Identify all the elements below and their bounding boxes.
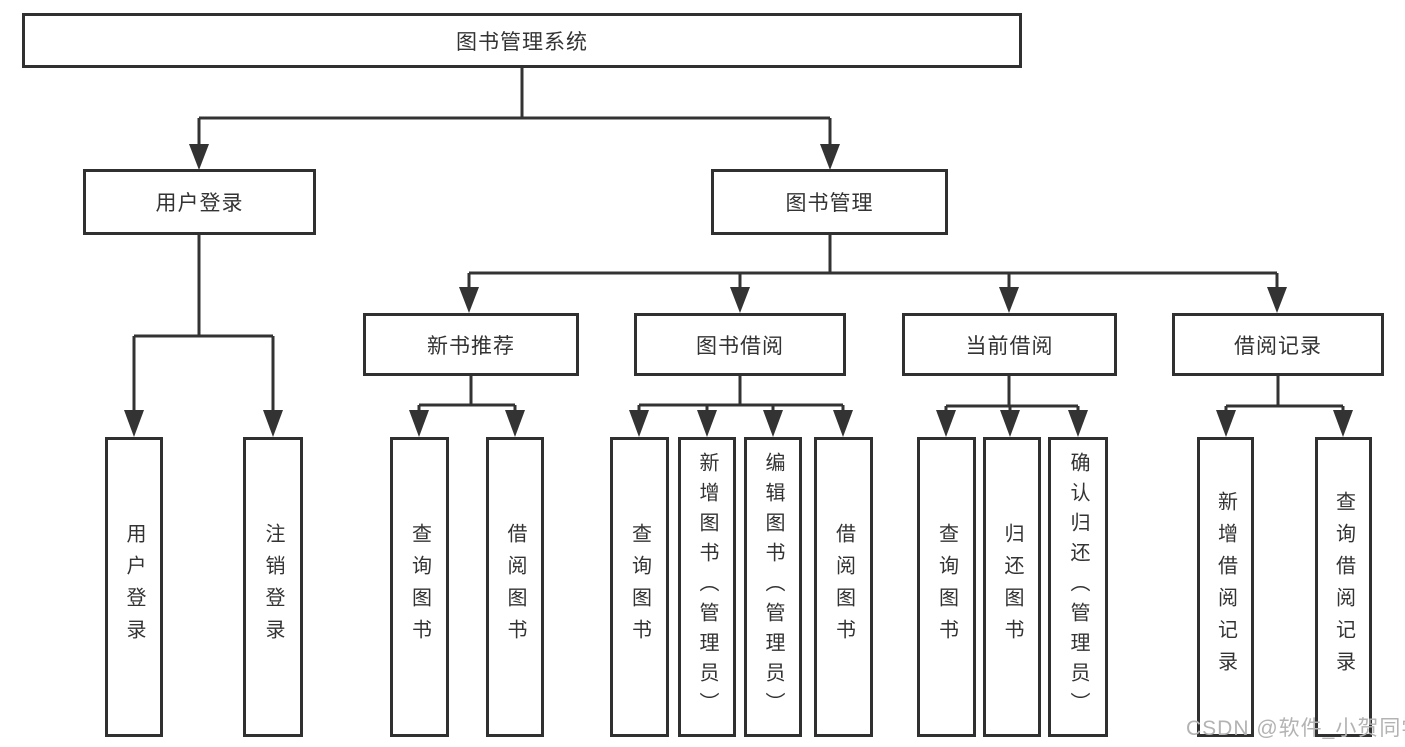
leaf-logout: 注销登录	[243, 437, 303, 737]
arrowhead	[1000, 410, 1020, 437]
connector-lines	[132, 68, 1345, 412]
arrowhead	[459, 287, 479, 313]
leaf-label: 新增图书（管理员）	[696, 452, 718, 722]
connector-borrowrecords-branch	[1224, 376, 1345, 412]
node-borrow-records: 借阅记录	[1172, 313, 1384, 376]
leaf-user-login: 用户登录	[105, 437, 163, 737]
arrowhead	[1333, 410, 1353, 437]
connector-currentborrow-branch	[944, 376, 1080, 412]
arrowhead	[1216, 410, 1236, 437]
leaf-label: 新增借阅记录	[1214, 491, 1237, 683]
leaf-recommend-query-books: 查询图书	[390, 437, 449, 737]
leaf-borrow-add-books-admin: 新增图书（管理员）	[678, 437, 736, 737]
arrowhead	[697, 410, 717, 437]
arrowhead	[936, 410, 956, 437]
leaf-records-query-record: 查询借阅记录	[1315, 437, 1372, 737]
leaf-label: 注销登录	[262, 523, 284, 651]
leaf-label: 编辑图书（管理员）	[762, 452, 784, 722]
leaf-current-return-books: 归还图书	[983, 437, 1041, 737]
leaf-records-add-record: 新增借阅记录	[1197, 437, 1254, 737]
leaf-recommend-borrow-books: 借阅图书	[486, 437, 544, 737]
leaf-label: 确认归还（管理员）	[1067, 452, 1089, 722]
leaf-borrow-query-books: 查询图书	[610, 437, 669, 737]
arrowhead	[409, 410, 429, 437]
arrowheads	[124, 144, 1353, 437]
arrowhead	[505, 410, 525, 437]
connector-userlogin-branch	[132, 235, 275, 412]
connector-bookborrow-branch	[637, 376, 845, 412]
leaf-label: 借阅图书	[504, 523, 526, 651]
leaf-label: 归还图书	[1001, 523, 1023, 651]
leaf-current-confirm-return-admin: 确认归还（管理员）	[1048, 437, 1108, 737]
arrowhead	[124, 410, 144, 437]
connector-root-to-level2	[197, 68, 832, 146]
node-book-management: 图书管理	[711, 169, 948, 235]
leaf-label: 查询图书	[935, 523, 958, 651]
node-book-borrow: 图书借阅	[634, 313, 846, 376]
arrowhead	[263, 410, 283, 437]
connector-newbookrec-branch	[417, 376, 517, 412]
leaf-label: 查询图书	[408, 523, 431, 651]
leaf-label: 用户登录	[123, 523, 145, 651]
csdn-watermark: CSDN @软件_小贺同学	[1186, 717, 1405, 740]
leaf-borrow-edit-books-admin: 编辑图书（管理员）	[744, 437, 802, 737]
leaf-label: 查询图书	[628, 523, 651, 651]
arrowhead	[999, 287, 1019, 313]
arrowhead	[763, 410, 783, 437]
node-current-borrow: 当前借阅	[902, 313, 1117, 376]
arrowhead	[730, 287, 750, 313]
leaf-current-query-books: 查询图书	[917, 437, 976, 737]
arrowhead	[189, 144, 209, 170]
leaf-label: 借阅图书	[832, 523, 855, 651]
node-root: 图书管理系统	[22, 13, 1022, 68]
connector-bookmgmt-branch	[467, 235, 1279, 289]
arrowhead	[820, 144, 840, 170]
node-new-book-recommend: 新书推荐	[363, 313, 579, 376]
arrowhead	[629, 410, 649, 437]
arrowhead	[833, 410, 853, 437]
leaf-label: 查询借阅记录	[1332, 491, 1355, 683]
arrowhead	[1267, 287, 1287, 313]
node-user-login: 用户登录	[83, 169, 316, 235]
arrowhead	[1068, 410, 1088, 437]
leaf-borrow-lend-books: 借阅图书	[814, 437, 873, 737]
